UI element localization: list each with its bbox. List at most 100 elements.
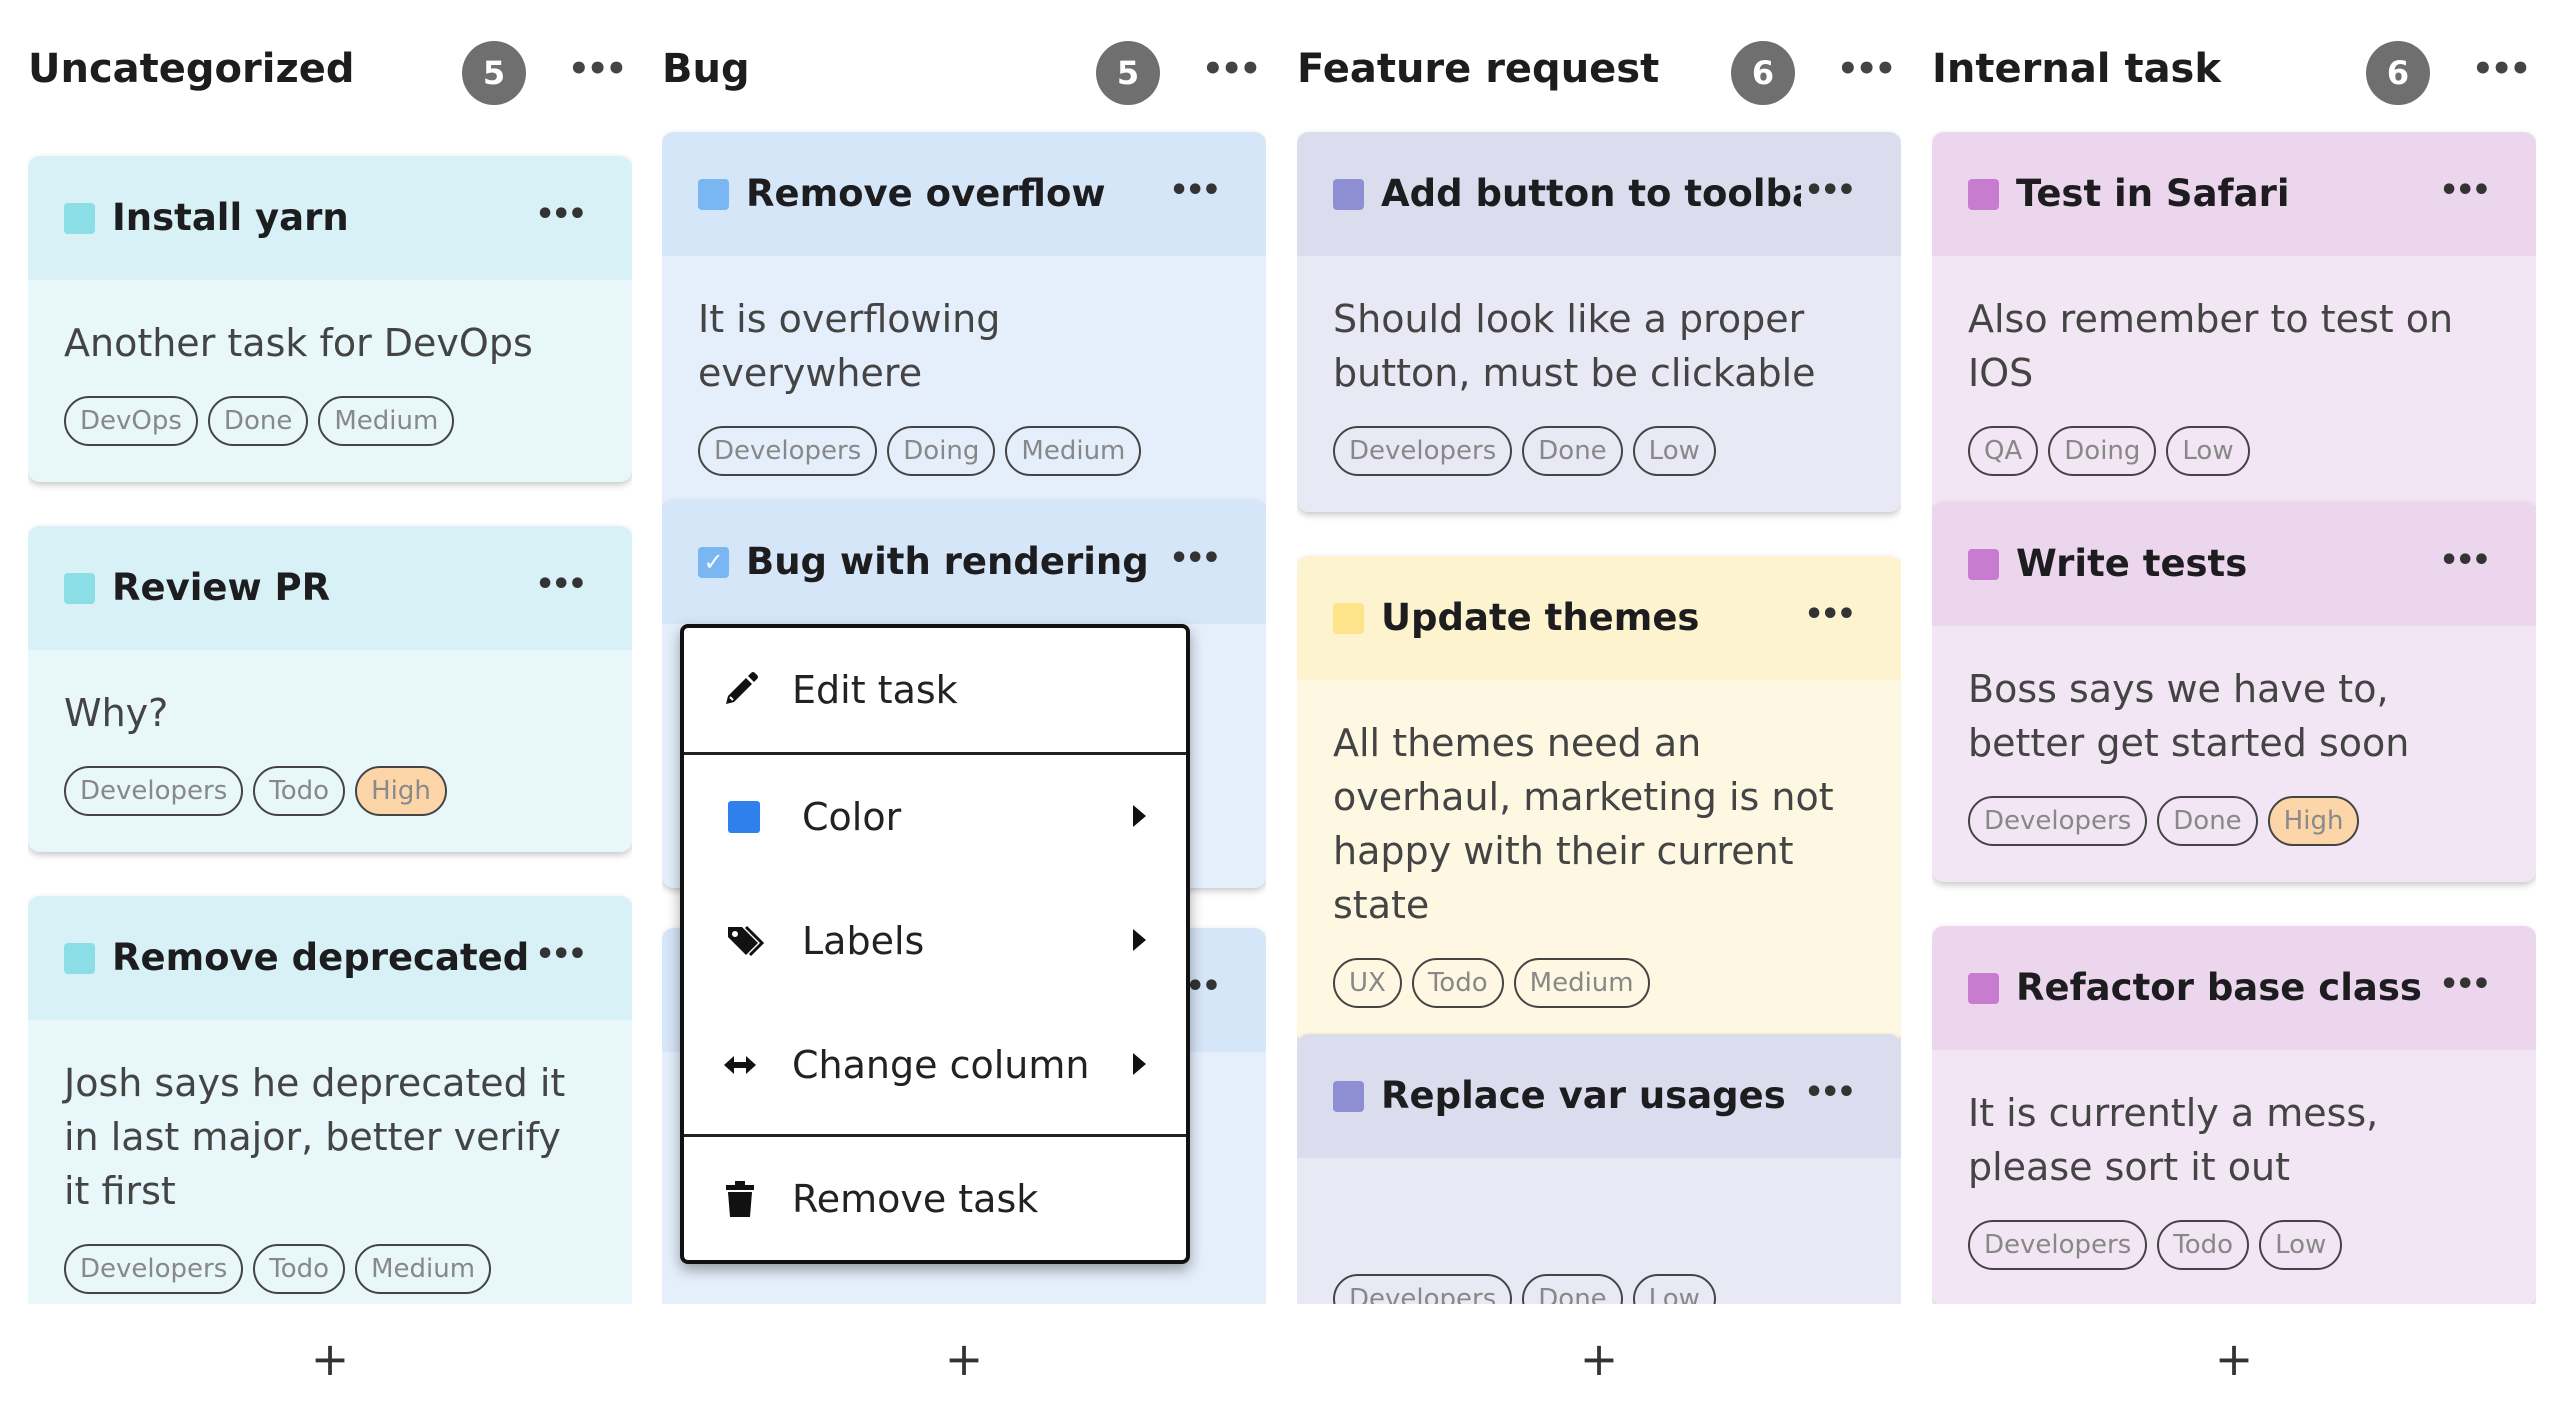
task-card[interactable]: Replace var usages ••• Developers Done L… (1297, 1034, 1901, 1304)
tag[interactable]: Medium (1513, 958, 1650, 1008)
column-more-icon[interactable]: ••• (2472, 49, 2531, 89)
card-more-icon[interactable]: ••• (2439, 173, 2491, 208)
card-more-icon[interactable]: ••• (1169, 541, 1221, 576)
card-more-icon[interactable]: ••• (2439, 967, 2491, 1002)
column-header: Bug 5 ••• (662, 36, 1266, 105)
card-header: Write tests ••• (1932, 502, 2536, 626)
add-task-button[interactable]: + (310, 1332, 350, 1386)
submenu-arrow-icon (1133, 1053, 1146, 1075)
tag[interactable]: Developers (64, 1244, 244, 1294)
column-card-list: Add button to toolbar ••• Should look li… (1297, 120, 1901, 1304)
card-tags: QA Doing Low (1968, 426, 2500, 476)
card-header: Review PR ••• (28, 526, 632, 650)
card-more-icon[interactable]: ••• (1804, 173, 1856, 208)
card-more-icon[interactable]: ••• (1804, 1075, 1856, 1110)
tag[interactable]: Todo (253, 1244, 346, 1294)
tag[interactable]: Developers (1968, 1220, 2148, 1270)
tag[interactable]: Developers (1333, 1274, 1513, 1304)
add-task-button[interactable]: + (944, 1332, 984, 1386)
task-card[interactable]: Update themes ••• All themes need an ove… (1297, 556, 1901, 1044)
task-card[interactable]: Refactor base class ••• It is currently … (1932, 926, 2536, 1304)
task-card[interactable]: Write tests ••• Boss says we have to, be… (1932, 502, 2536, 882)
menu-item-color[interactable]: Color (684, 755, 1186, 879)
card-more-icon[interactable]: ••• (535, 197, 587, 232)
card-more-icon[interactable]: ••• (2439, 543, 2491, 578)
tag[interactable]: Low (2259, 1220, 2343, 1270)
menu-item-label: Edit task (792, 668, 958, 712)
card-more-icon[interactable]: ••• (1169, 173, 1221, 208)
tag[interactable]: Developers (1333, 426, 1513, 476)
tag[interactable]: Doing (2048, 426, 2157, 476)
column-more-icon[interactable]: ••• (1837, 49, 1896, 89)
card-header: Remove overflow ••• (662, 132, 1266, 256)
color-swatch-icon (64, 943, 95, 974)
tag[interactable]: Todo (2157, 1220, 2250, 1270)
card-body: Also remember to test on IOS QA Doing Lo… (1932, 256, 2536, 512)
color-swatch-icon (1333, 179, 1364, 210)
submenu-arrow-icon (1133, 929, 1146, 951)
column-title: Uncategorized (28, 46, 355, 92)
menu-item-edit-task[interactable]: Edit task (684, 628, 1186, 752)
column-title: Bug (662, 46, 750, 92)
card-body: Developers Done Low (1297, 1158, 1901, 1304)
tag[interactable]: Low (1632, 1274, 1716, 1304)
tag[interactable]: Todo (1411, 958, 1504, 1008)
column-more-icon[interactable]: ••• (568, 49, 627, 89)
color-swatch-icon (728, 801, 760, 833)
tag[interactable]: UX (1333, 958, 1402, 1008)
column-count-badge: 6 (1731, 41, 1795, 105)
column-header: Uncategorized 5 ••• (28, 36, 632, 105)
tag[interactable]: Done (2157, 796, 2258, 846)
tag[interactable]: Done (1522, 1274, 1623, 1304)
tag[interactable]: Developers (698, 426, 878, 476)
card-body: Boss says we have to, better get started… (1932, 626, 2536, 882)
tag[interactable]: Medium (1005, 426, 1142, 476)
card-title: Write tests (2016, 542, 2248, 585)
tag[interactable]: Medium (318, 396, 455, 446)
tag[interactable]: DevOps (64, 396, 198, 446)
tag[interactable]: Todo (253, 766, 346, 816)
color-swatch-icon (1333, 1081, 1364, 1112)
tag[interactable]: Done (1522, 426, 1623, 476)
checkbox-checked-icon[interactable]: ✓ (698, 547, 729, 578)
task-card[interactable]: Add button to toolbar ••• Should look li… (1297, 132, 1901, 512)
task-card[interactable]: Review PR ••• Why? Developers Todo High (28, 526, 632, 852)
tag-high[interactable]: High (355, 766, 447, 816)
card-more-icon[interactable]: ••• (1804, 597, 1856, 632)
card-body: It is currently a mess, please sort it o… (1932, 1050, 2536, 1304)
column-card-list: Install yarn ••• Another task for DevOps… (28, 120, 632, 1304)
tag[interactable]: Developers (64, 766, 244, 816)
add-task-button[interactable]: + (2214, 1332, 2254, 1386)
card-more-icon[interactable]: ••• (535, 567, 587, 602)
tag-high[interactable]: High (2267, 796, 2360, 846)
card-more-icon[interactable]: ••• (535, 937, 587, 972)
card-body: Another task for DevOps DevOps Done Medi… (28, 280, 632, 482)
add-task-button[interactable]: + (1579, 1332, 1619, 1386)
column-title: Internal task (1932, 46, 2221, 92)
menu-item-remove-task[interactable]: Remove task (684, 1137, 1186, 1261)
card-description: Also remember to test on IOS (1968, 297, 2454, 395)
tag[interactable]: Done (207, 396, 309, 446)
task-card[interactable]: Remove deprecated A ••• Josh says he dep… (28, 896, 632, 1304)
column-more-icon[interactable]: ••• (1202, 49, 1261, 89)
task-card[interactable]: Test in Safari ••• Also remember to test… (1932, 132, 2536, 512)
card-body: Josh says he deprecated it in last major… (28, 1020, 632, 1304)
tag[interactable]: QA (1968, 426, 2039, 476)
tag[interactable]: Low (2166, 426, 2250, 476)
card-tags: Developers Done Low (1333, 426, 1865, 476)
card-description: Boss says we have to, better get started… (1968, 667, 2410, 765)
column-header: Feature request 6 ••• (1297, 36, 1901, 105)
menu-divider (684, 752, 1186, 755)
menu-item-change-column[interactable]: Change column (684, 1003, 1186, 1127)
tag[interactable]: Low (1632, 426, 1716, 476)
task-card[interactable]: Install yarn ••• Another task for DevOps… (28, 156, 632, 482)
column-header: Internal task 6 ••• (1932, 36, 2536, 105)
card-title: Update themes (1381, 596, 1700, 639)
color-swatch-icon (64, 573, 95, 604)
tag[interactable]: Developers (1968, 796, 2148, 846)
tag[interactable]: Doing (887, 426, 996, 476)
tag[interactable]: Medium (355, 1244, 492, 1294)
menu-item-labels[interactable]: Labels (684, 879, 1186, 1003)
card-description: Should look like a proper button, must b… (1333, 297, 1816, 395)
task-card[interactable]: Remove overflow ••• It is overflowing ev… (662, 132, 1266, 512)
